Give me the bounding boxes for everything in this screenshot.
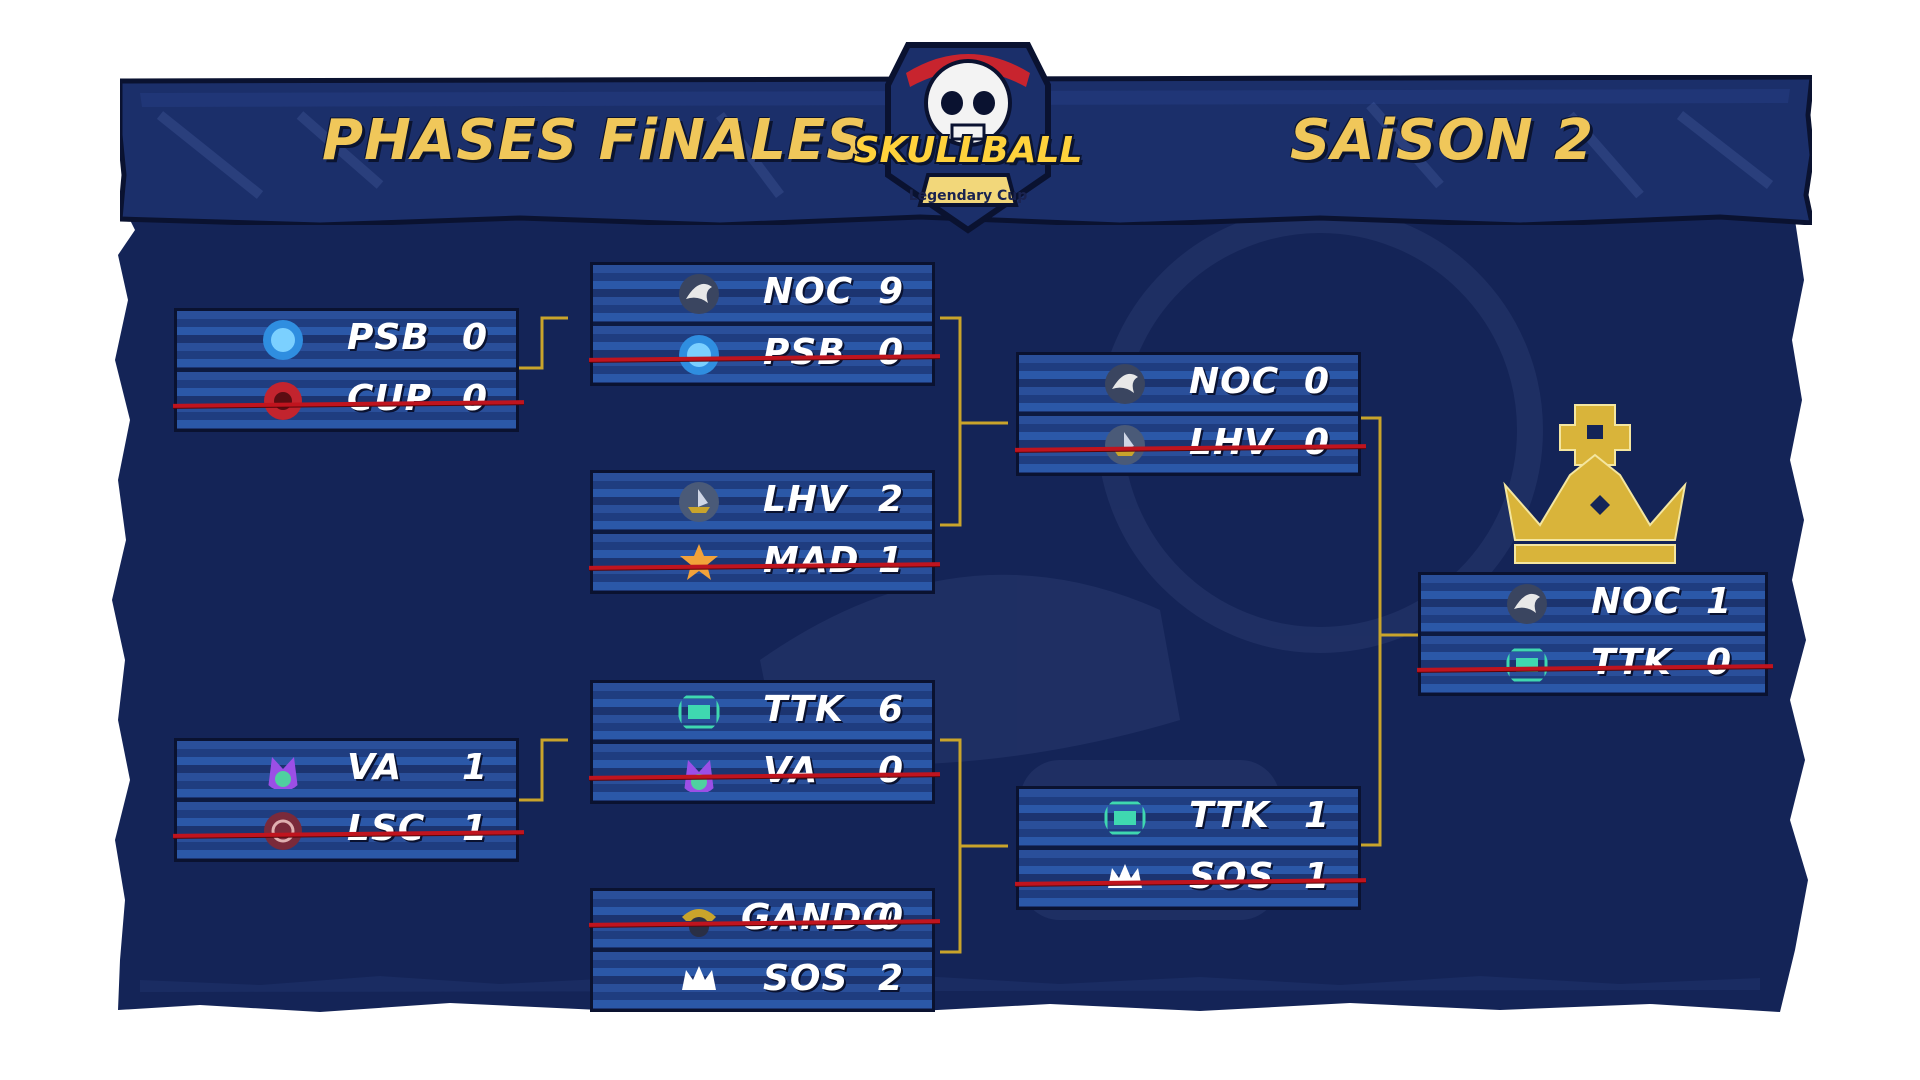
match-qf-2: LHV 2 MAD 1 bbox=[588, 470, 941, 594]
team-score: 0 bbox=[878, 897, 904, 938]
team-row: SOS 2 bbox=[593, 952, 932, 1009]
team-row-eliminated: LHV 0 bbox=[1014, 416, 1367, 473]
team-name: MAD bbox=[763, 540, 860, 581]
match-r1-1: PSB 0 CUP 0 bbox=[172, 308, 525, 432]
match-sf-1: NOC 0 LHV 0 bbox=[1014, 352, 1367, 476]
team-score: 0 bbox=[1304, 422, 1330, 463]
team-row: LHV 2 bbox=[593, 473, 932, 530]
team-score: 1 bbox=[1706, 581, 1732, 622]
va-logo-icon bbox=[684, 760, 714, 792]
va-logo-icon bbox=[268, 757, 298, 789]
season-title: SAiSON 2 bbox=[1290, 108, 1595, 173]
team-score: 0 bbox=[1706, 642, 1732, 683]
noc-eagle-logo-icon bbox=[1105, 364, 1145, 404]
team-row-eliminated: MAD 1 bbox=[588, 534, 941, 591]
phase-title: PHASES FiNALES bbox=[322, 108, 868, 173]
team-score: 0 bbox=[878, 332, 904, 373]
sos-crown-logo-icon bbox=[682, 966, 716, 990]
crown-icon bbox=[1503, 404, 1687, 564]
team-score: 0 bbox=[1304, 361, 1330, 402]
lhv-ship-logo-icon bbox=[679, 482, 719, 522]
gando-logo-icon bbox=[682, 909, 716, 937]
team-score: 1 bbox=[462, 808, 488, 849]
team-row: NOC 0 bbox=[1019, 355, 1358, 412]
team-score: 9 bbox=[878, 271, 904, 312]
sos-crown-logo-icon bbox=[1108, 864, 1142, 888]
team-row: VA 1 bbox=[177, 741, 516, 798]
team-row-eliminated: LSC 1 bbox=[172, 802, 525, 859]
logo-subtitle: Legendary Cup bbox=[908, 188, 1028, 204]
team-name: PSB bbox=[347, 317, 430, 358]
match-sf-2: TTK 1 SOS 1 bbox=[1014, 786, 1367, 910]
psb-logo-icon bbox=[679, 335, 719, 375]
match-qf-4: GANDO 0 SOS 2 bbox=[588, 888, 941, 1012]
team-name: TTK bbox=[763, 689, 844, 730]
lsc-logo-icon bbox=[264, 812, 302, 850]
team-score: 0 bbox=[462, 317, 488, 358]
twisted-knife-logo-icon bbox=[1506, 648, 1548, 682]
team-name: SOS bbox=[763, 958, 849, 999]
team-name: PSB bbox=[763, 332, 846, 373]
team-score: 1 bbox=[878, 540, 904, 581]
logo-wordmark: SKULLBALL bbox=[853, 130, 1083, 171]
cup-logo-icon bbox=[264, 382, 302, 420]
team-name: TTK bbox=[1591, 642, 1672, 683]
psb-logo-icon bbox=[263, 320, 303, 360]
team-row: TTK 1 bbox=[1019, 789, 1358, 846]
team-name: CUP bbox=[347, 378, 433, 419]
team-row-eliminated: VA 0 bbox=[588, 744, 941, 801]
match-qf-3: TTK 6 VA 0 bbox=[588, 680, 941, 804]
team-row-eliminated: GANDO 0 bbox=[588, 891, 941, 948]
match-qf-1: NOC 9 PSB 0 bbox=[588, 262, 941, 386]
team-name: LHV bbox=[1189, 422, 1273, 463]
team-score: 0 bbox=[878, 750, 904, 791]
team-score: 0 bbox=[462, 378, 488, 419]
noc-eagle-logo-icon bbox=[1507, 584, 1547, 624]
mad-logo-icon bbox=[680, 544, 718, 580]
team-score: 2 bbox=[878, 958, 904, 999]
team-name: VA bbox=[763, 750, 819, 791]
twisted-knife-logo-icon bbox=[678, 695, 720, 729]
team-name: NOC bbox=[763, 271, 854, 312]
skull-shield-icon bbox=[885, 42, 1051, 234]
team-row: TTK 6 bbox=[593, 683, 932, 740]
team-name: LHV bbox=[763, 479, 847, 520]
match-r1-2: VA 1 LSC 1 bbox=[172, 738, 525, 862]
team-score: 6 bbox=[878, 689, 904, 730]
team-name: NOC bbox=[1189, 361, 1280, 402]
team-name: TTK bbox=[1189, 795, 1270, 836]
team-name: GANDO bbox=[741, 897, 895, 938]
team-name: LSC bbox=[347, 808, 426, 849]
noc-eagle-logo-icon bbox=[679, 274, 719, 314]
team-row-eliminated: SOS 1 bbox=[1014, 850, 1367, 907]
team-row-champion: NOC 1 bbox=[1421, 575, 1765, 632]
team-name: VA bbox=[347, 747, 403, 788]
team-score: 1 bbox=[1304, 795, 1330, 836]
twisted-knife-logo-icon bbox=[1104, 801, 1146, 835]
lhv-ship-logo-icon bbox=[1105, 425, 1145, 465]
team-row: PSB 0 bbox=[177, 311, 516, 368]
team-name: NOC bbox=[1591, 581, 1682, 622]
team-row-eliminated: CUP 0 bbox=[172, 372, 525, 429]
match-final: NOC 1 TTK 0 bbox=[1416, 572, 1774, 696]
team-score: 1 bbox=[462, 747, 488, 788]
team-score: 1 bbox=[1304, 856, 1330, 897]
team-row-eliminated: TTK 0 bbox=[1416, 636, 1774, 693]
team-score: 2 bbox=[878, 479, 904, 520]
team-row: NOC 9 bbox=[593, 265, 932, 322]
team-name: SOS bbox=[1189, 856, 1275, 897]
team-row-eliminated: PSB 0 bbox=[588, 326, 941, 383]
skullball-logo: SKULLBALL Legendary Cup bbox=[848, 25, 1088, 235]
